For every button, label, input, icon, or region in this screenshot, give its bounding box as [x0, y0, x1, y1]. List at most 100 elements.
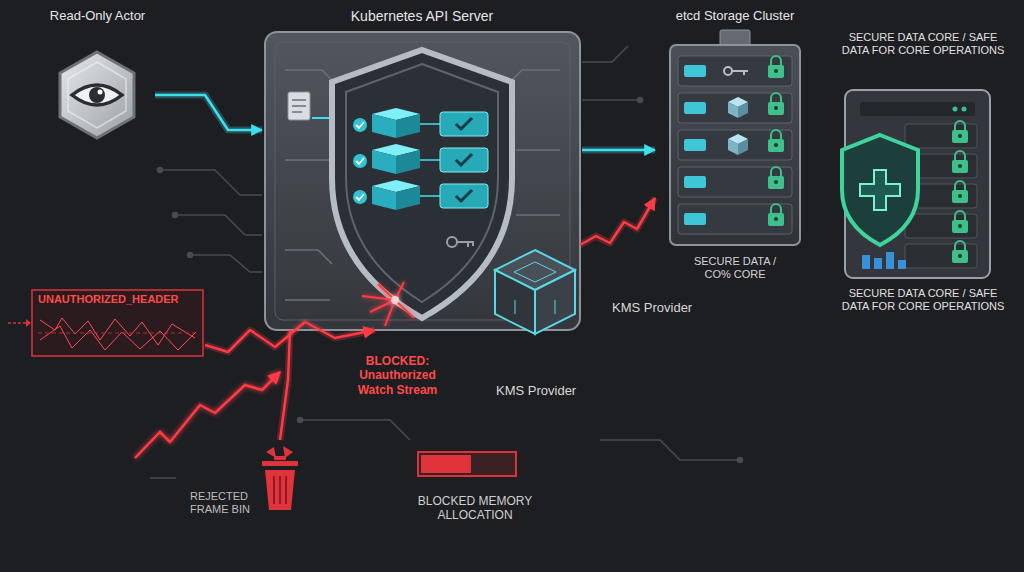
kms-cube-part	[514, 262, 556, 282]
api-server-panel-part-part	[285, 70, 336, 84]
memory-node: BLOCKED MEMORY ALLOCATION	[400, 448, 550, 538]
secure-core-server-part	[886, 252, 894, 269]
data-stack-part	[372, 114, 396, 138]
api-server-node: Kubernetes API Server	[262, 5, 582, 330]
connector-glow	[280, 330, 290, 440]
bin-icon-part	[265, 470, 295, 510]
actor-icon-part	[60, 52, 134, 138]
data-stack-part	[353, 118, 367, 132]
node-caption: SECURE DATA / CO% CORE	[685, 255, 785, 281]
etcd-rack-part	[768, 56, 784, 78]
circuit-traces-part	[175, 215, 262, 235]
connector-glow	[582, 147, 655, 154]
secure-core-server-part	[860, 170, 900, 210]
etcd-rack-part	[678, 167, 792, 197]
node-label: BLOCKED MEMORY ALLOCATION	[400, 494, 550, 523]
secure-core-server-part	[952, 211, 968, 233]
etcd-rack-part	[724, 67, 748, 75]
secure-core-node: SECURE DATA CORE / SAFE DATA FOR CORE OP…	[825, 5, 1020, 327]
etcd-rack-part	[728, 134, 748, 155]
text-slot: Kubernetes API Server	[262, 8, 582, 25]
circuit-traces-part	[298, 418, 303, 423]
attack-connector	[580, 198, 655, 245]
check-boxes-part	[456, 118, 472, 201]
secure-core-server-part	[953, 107, 958, 112]
header-box-part	[40, 326, 196, 350]
shield	[332, 50, 512, 318]
bin-icon	[262, 446, 298, 510]
data-stack-part	[396, 186, 420, 210]
text-slot: KMS Provider	[496, 383, 606, 399]
etcd-rack	[670, 30, 800, 245]
etcd-rack-part	[678, 56, 792, 86]
text-slot: SECURE DATA CORE / SAFE DATA FOR CORE OP…	[837, 31, 1009, 57]
status-label: BLOCKED: Unauthorized Watch Stream	[350, 354, 445, 397]
header-box-part	[38, 333, 198, 334]
connector-glow	[155, 95, 262, 130]
node-label: KMS Provider	[496, 383, 606, 399]
kms-cube-part	[515, 300, 555, 314]
circuit-traces-part	[158, 168, 163, 173]
attack-connector	[280, 330, 290, 440]
memory-bar	[418, 452, 516, 476]
connector-glow	[580, 198, 655, 245]
data-flow-arrow	[582, 149, 655, 152]
node-heading: etcd Storage Cluster	[655, 8, 815, 24]
circuit-traces-part	[160, 170, 262, 195]
actor-icon-part	[98, 90, 103, 95]
api-server-panel-part-part	[510, 70, 560, 82]
shield-part	[332, 50, 512, 318]
etcd-rack-part	[720, 30, 750, 46]
etcd-rack-part	[728, 97, 748, 118]
actor-icon-part	[68, 62, 126, 128]
circuit-traces	[150, 46, 743, 478]
data-stack-part	[353, 154, 367, 168]
etcd-rack-part-part	[732, 71, 748, 75]
text-slot: Read-Only Actor	[40, 8, 155, 24]
connector-group	[580, 198, 655, 245]
text-slot: etcd Storage Cluster	[655, 8, 815, 24]
text-slot: UNAUTHORIZED_HEADER	[38, 293, 198, 306]
etcd-rack-part	[678, 204, 792, 234]
connector-group	[155, 95, 262, 130]
circuit-traces-part	[582, 46, 628, 62]
secure-core-server-part	[952, 121, 968, 143]
api-server-panel-part-part	[516, 149, 560, 151]
node-heading: UNAUTHORIZED_HEADER	[38, 293, 198, 306]
api-server-panel-part-part	[285, 159, 330, 161]
impact-crack-part	[391, 296, 399, 304]
memory-bar-part	[418, 452, 516, 476]
node-heading: SECURE DATA CORE / SAFE DATA FOR CORE OP…	[837, 31, 1009, 57]
node-label: KMS Provider	[612, 300, 702, 316]
check-boxes-part	[420, 124, 440, 196]
circuit-traces-part	[738, 458, 743, 463]
header-box-part	[8, 322, 26, 324]
circuit-traces-part	[600, 440, 740, 460]
data-stack-part	[396, 114, 420, 138]
impact-crack-part	[362, 282, 414, 326]
secure-core-server-part	[860, 102, 975, 116]
keys-part	[457, 242, 474, 247]
memory-bar-part	[421, 455, 471, 473]
secure-core-server-part	[874, 258, 882, 269]
data-stack-part	[396, 150, 420, 174]
text-slot: KMS Provider	[612, 300, 702, 316]
circuit-traces-part	[188, 253, 193, 258]
actor-icon-part	[72, 85, 122, 105]
secure-core-server-part	[952, 181, 968, 203]
etcd-rack-part	[768, 130, 784, 152]
circuit-traces-part	[173, 213, 178, 218]
circuit-traces-part	[638, 98, 643, 103]
attack-bolt-part	[135, 372, 280, 458]
data-flow-arrow	[155, 95, 262, 130]
circuit-traces-part	[300, 420, 410, 440]
kms-cube	[495, 250, 575, 334]
storage-node: etcd Storage ClusterSECURE DATA / CO% CO…	[655, 5, 815, 295]
circuit-traces-part	[190, 255, 262, 272]
circuit-traces-part	[582, 99, 640, 101]
connector-group	[582, 150, 655, 151]
api-server-panel-part	[265, 32, 580, 330]
header-box-part	[26, 319, 31, 327]
